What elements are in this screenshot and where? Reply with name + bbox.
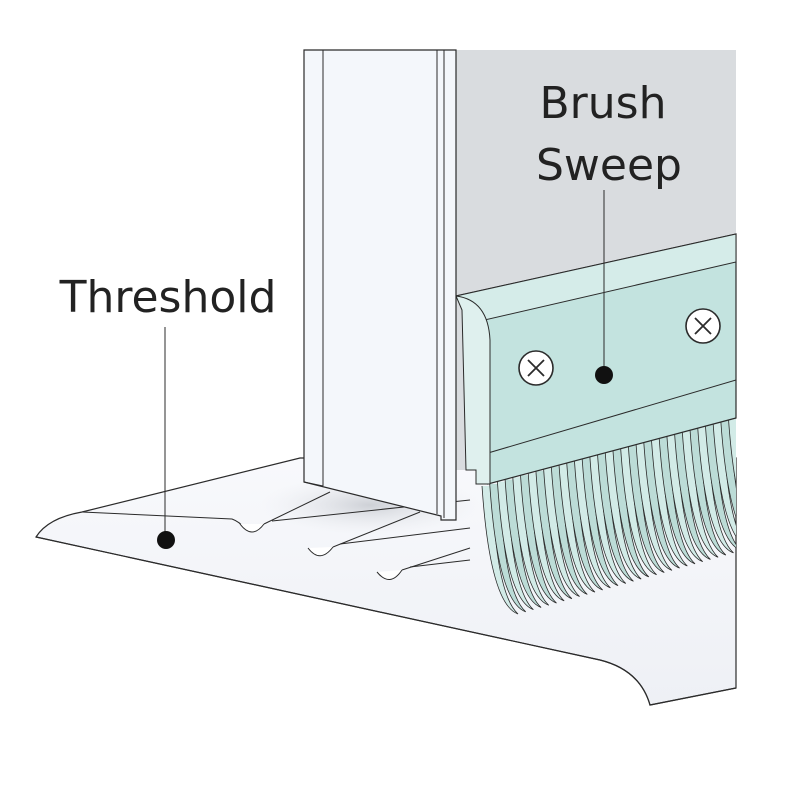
threshold-grooves xyxy=(239,523,403,580)
brush-bristles xyxy=(481,414,736,615)
door-frame xyxy=(303,49,457,521)
brush-sweep-strip xyxy=(454,233,737,485)
threshold-leader xyxy=(157,327,175,549)
screw-right-icon xyxy=(685,308,721,344)
brush-sweep-leader xyxy=(595,190,613,384)
brush-sweep-label-line1: Brush xyxy=(540,78,667,129)
brush-sweep-label-line2: Sweep xyxy=(536,140,682,191)
bristle-strand xyxy=(727,416,736,486)
threshold-label: Threshold xyxy=(59,272,277,323)
screw-left-icon xyxy=(518,350,554,386)
bristle-strand xyxy=(735,414,736,420)
